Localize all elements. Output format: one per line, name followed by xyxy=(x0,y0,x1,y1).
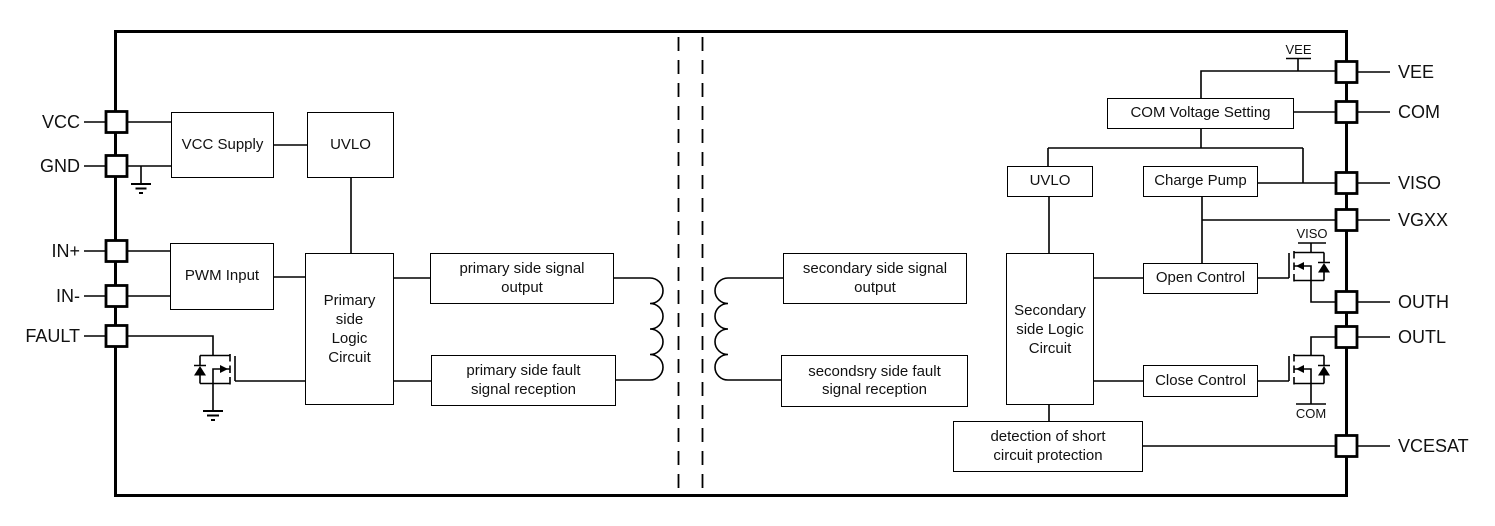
ic-boundary xyxy=(114,30,1348,497)
wires xyxy=(84,57,1390,447)
outh-mosfet-icon xyxy=(1258,242,1336,303)
block-secondary-signal-output: secondary side signal output xyxy=(783,253,967,304)
pin-outl xyxy=(1334,325,1359,349)
pin-in-plus xyxy=(104,239,129,263)
block-com-voltage-setting: COM Voltage Setting xyxy=(1107,98,1294,129)
gnd-ground-icon xyxy=(131,183,151,194)
block-uvlo-secondary: UVLO xyxy=(1007,166,1093,197)
pin-com xyxy=(1334,100,1359,124)
pin-vee xyxy=(1334,60,1359,84)
block-vcc-supply: VCC Supply xyxy=(171,112,274,178)
block-primary-fault-reception: primary side fault signal reception xyxy=(431,355,616,406)
isolation-barrier xyxy=(677,37,704,494)
pin-label-in-plus: IN+ xyxy=(51,241,80,261)
pin-in-minus xyxy=(104,284,129,308)
fault-ground-icon xyxy=(203,410,223,421)
pin-label-viso: VISO xyxy=(1398,173,1442,193)
block-short-circuit-detection: detection of short circuit protection xyxy=(953,421,1143,472)
block-charge-pump: Charge Pump xyxy=(1143,166,1258,197)
pin-label-in-minus: IN- xyxy=(56,286,80,306)
rail-label-vee: VEE xyxy=(1285,42,1312,57)
pin-label-vgxx: VGXX xyxy=(1398,210,1449,230)
pin-gnd xyxy=(104,154,129,178)
block-open-control: Open Control xyxy=(1143,263,1258,294)
pin-label-vcesat: VCESAT xyxy=(1398,436,1469,456)
block-uvlo-primary: UVLO xyxy=(307,112,394,178)
pin-fault xyxy=(104,324,129,348)
pin-label-vee: VEE xyxy=(1398,62,1435,82)
pin-label-outh: OUTH xyxy=(1398,292,1449,312)
fault-mosfet-icon xyxy=(194,354,236,411)
pin-viso xyxy=(1334,171,1359,195)
transformer-primary-coil xyxy=(614,277,664,381)
pin-label-vcc: VCC xyxy=(41,112,80,132)
pin-label-outl: OUTL xyxy=(1398,327,1447,347)
block-pwm-input: PWM Input xyxy=(170,243,274,310)
package-pins xyxy=(104,60,1359,458)
block-secondary-fault-reception: secondsry side fault signal reception xyxy=(781,355,968,407)
pin-vcc xyxy=(104,110,129,134)
pin-label-gnd: GND xyxy=(40,156,80,176)
block-primary-signal-output: primary side signal output xyxy=(430,253,614,304)
rail-label-viso: VISO xyxy=(1296,226,1328,241)
outl-mosfet-icon xyxy=(1258,336,1336,405)
pin-vgxx xyxy=(1334,208,1359,232)
pin-label-com: COM xyxy=(1398,102,1440,122)
block-close-control: Close Control xyxy=(1143,365,1258,397)
pin-label-fault: FAULT xyxy=(25,326,80,346)
rail-label-com: COM xyxy=(1295,406,1327,421)
pin-outh xyxy=(1334,290,1359,314)
block-primary-logic: Primary side Logic Circuit xyxy=(305,253,394,405)
transformer-secondary-coil xyxy=(714,277,783,381)
block-secondary-logic: Secondary side Logic Circuit xyxy=(1006,253,1094,405)
pin-vcesat xyxy=(1334,434,1359,458)
